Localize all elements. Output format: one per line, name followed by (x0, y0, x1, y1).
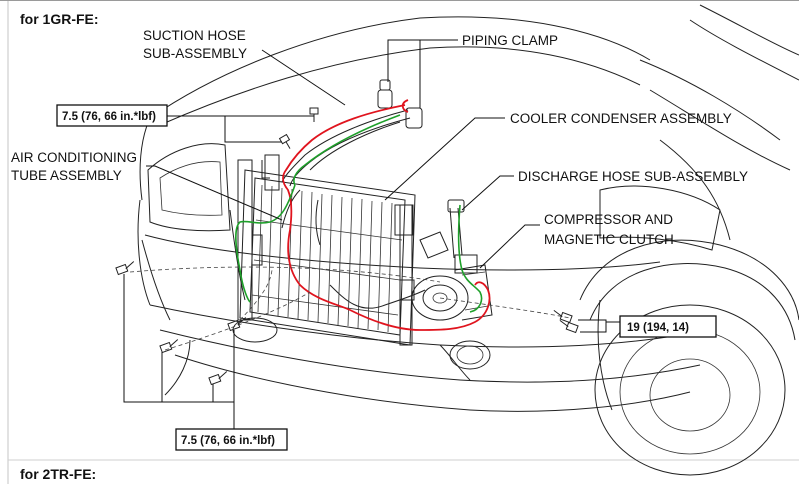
label-discharge-hose: DISCHARGE HOSE SUB-ASSEMBLY (518, 169, 748, 184)
label-piping-clamp: PIPING CLAMP (462, 33, 558, 48)
label-air-cond-tube-line1: AIR CONDITIONING (11, 150, 137, 165)
vehicle-body-outline (137, 4, 799, 476)
reference-dashed-lines (129, 266, 571, 351)
cooler-condenser-core (237, 154, 416, 346)
torque-box-bottom: 7.5 (76, 66 in.*lbf) (175, 428, 288, 451)
label-cooler-condenser: COOLER CONDENSER ASSEMBLY (510, 111, 732, 126)
compressor-body (411, 231, 493, 321)
air-conditioning-tube (229, 189, 415, 301)
suction-hose (281, 79, 423, 187)
section-title-bottom: for 2TR-FE: (20, 466, 96, 482)
torque-spec-top-left: 7.5 (76, 66 in.*lbf) (62, 111, 156, 123)
suction-path-highlight (282, 99, 491, 331)
label-suction-hose-line2: SUB-ASSEMBLY (143, 46, 247, 61)
label-air-cond-tube-line2: TUBE ASSEMBLY (11, 168, 122, 183)
label-compressor-line2: MAGNETIC CLUTCH (544, 232, 674, 247)
discharge-path-highlight (235, 114, 483, 313)
torque-box-right: 19 (194, 14) (619, 315, 717, 338)
torque-spec-bottom: 7.5 (76, 66 in.*lbf) (181, 435, 275, 447)
label-suction-hose-line1: SUCTION HOSE (143, 28, 246, 43)
bolt-icon (115, 107, 579, 386)
section-title-top: for 1GR-FE: (20, 11, 99, 27)
callout-leader-lines (123, 39, 620, 430)
label-compressor-line1: COMPRESSOR AND (544, 212, 673, 227)
torque-box-top-left: 7.5 (76, 66 in.*lbf) (56, 104, 168, 127)
torque-spec-right: 19 (194, 14) (627, 322, 689, 334)
